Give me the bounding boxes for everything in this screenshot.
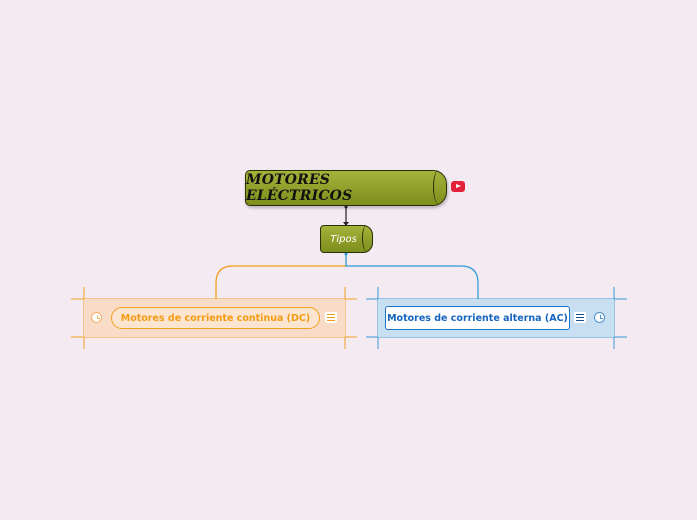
link-tipos-ac [345, 253, 479, 303]
clock-icon[interactable] [594, 312, 605, 323]
topic-ac-label: Motores de corriente alterna (AC) [387, 312, 568, 324]
menu-icon[interactable] [574, 312, 586, 323]
topic-motores-ac[interactable]: Motores de corriente alterna (AC) [385, 306, 570, 330]
topic-dc-label: Motores de corriente continua (DC) [120, 312, 311, 324]
link-tipos-dc [215, 253, 347, 304]
menu-icon[interactable] [325, 312, 337, 323]
topic-motores-dc[interactable]: Motores de corriente continua (DC) [111, 307, 320, 329]
central-topic[interactable]: MOTORES ELÉCTRICOS [245, 170, 447, 206]
subtopic-label: Tipos [330, 233, 357, 245]
youtube-icon[interactable] [451, 181, 465, 192]
subtopic-tipos[interactable]: Tipos [320, 225, 373, 253]
clock-icon[interactable] [91, 312, 102, 323]
central-topic-label: MOTORES ELÉCTRICOS [246, 172, 353, 204]
